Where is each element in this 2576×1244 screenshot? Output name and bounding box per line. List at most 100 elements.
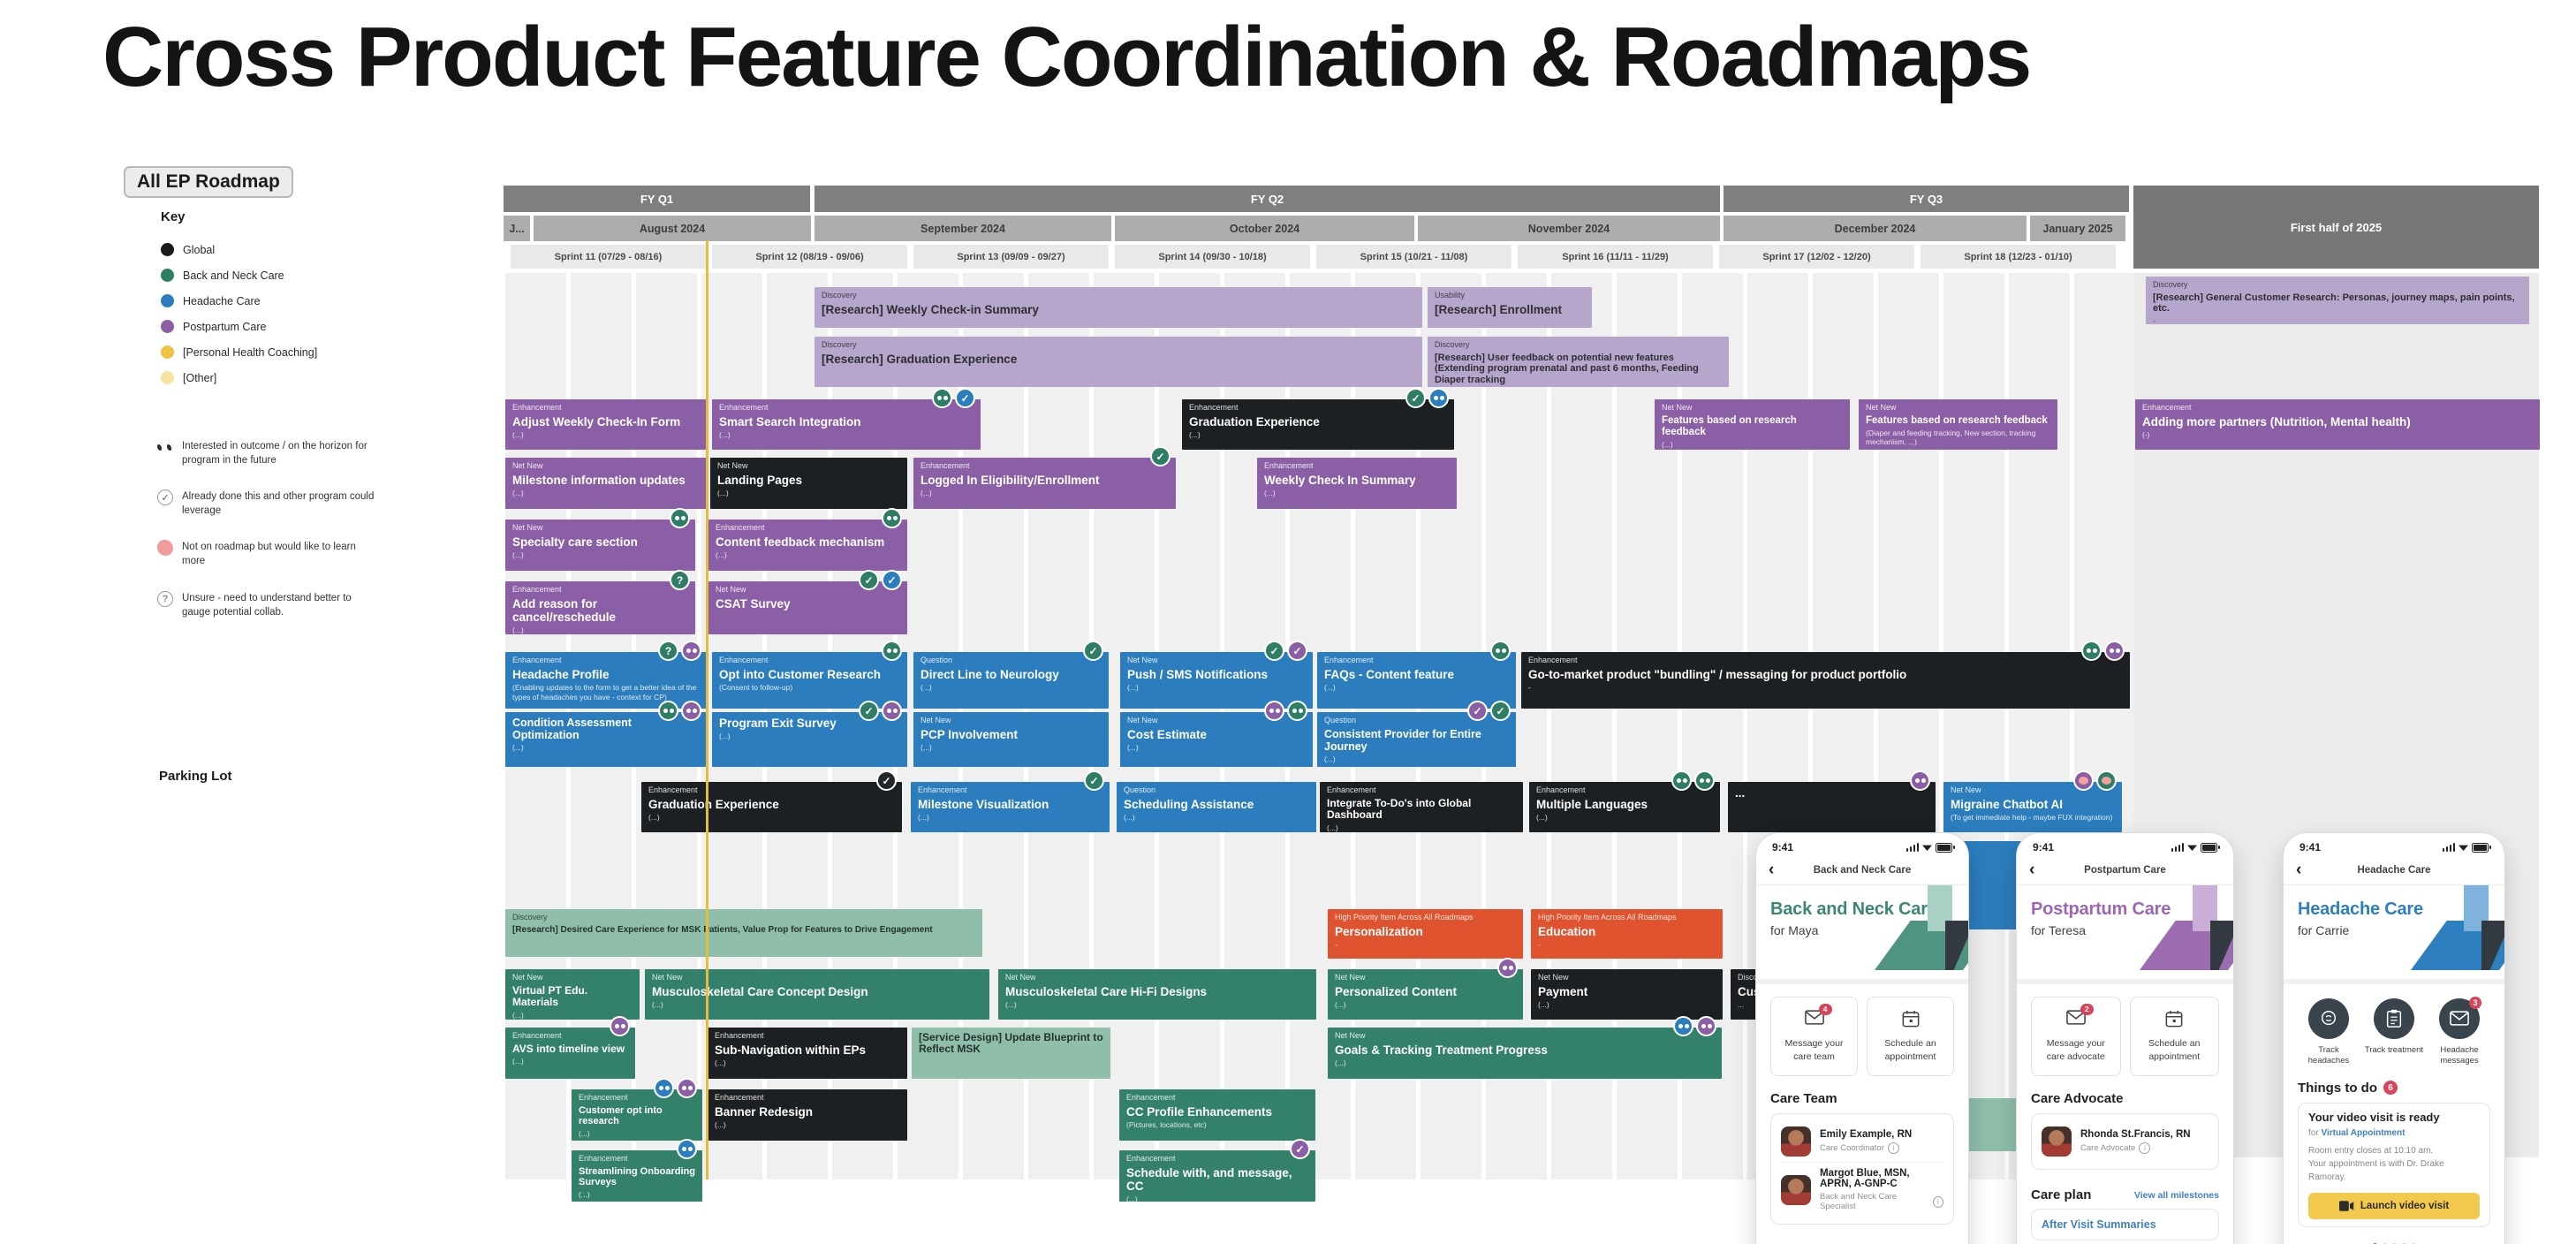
carousel-dots[interactable] — [2284, 1234, 2504, 1244]
service-design-update-blueprint[interactable]: [Service Design] Update Blueprint to Ref… — [912, 1028, 1110, 1079]
check-badge-icon: ✓ — [1287, 641, 1307, 661]
question-badge-icon: ? — [670, 570, 690, 590]
track-treatment-button[interactable]: Track treatment — [2363, 998, 2425, 1067]
back-chevron-icon[interactable]: ‹ — [1769, 861, 1775, 879]
after-visit-summaries-card[interactable]: After Visit Summaries — [2031, 1209, 2219, 1240]
virtual-appointment-link[interactable]: Virtual Appointment — [2321, 1127, 2406, 1138]
track-headaches-button[interactable]: Track headaches — [2298, 998, 2360, 1067]
legend-notes: Interested in outcome / on the horizon f… — [157, 439, 387, 641]
envelope-icon — [1804, 1010, 1824, 1025]
launch-video-visit-button[interactable]: Launch video visit — [2308, 1192, 2480, 1219]
roadmap-bar-fragment-1[interactable]: ... — [1728, 770, 1936, 832]
info-icon[interactable] — [2139, 1142, 2151, 1154]
bar-category-label: Net New — [512, 973, 543, 982]
nav-bar: ‹ Postpartum Care — [2017, 855, 2233, 885]
research-weekly-checkin-summary[interactable]: Discovery[Research] Weekly Check-in Summ… — [814, 287, 1422, 328]
bar-category-label: Enhancement — [1126, 1093, 1176, 1102]
month-header-cell: September 2024 — [814, 216, 1111, 241]
message-care-team-button[interactable]: 4 Message your care team — [1770, 997, 1858, 1076]
after-visit-summaries-link[interactable]: After Visit Summaries — [2042, 1218, 2156, 1231]
schedule-appointment-button[interactable]: Schedule an appointment — [1867, 997, 1954, 1076]
first-half-2025-header: First half of 2025 — [2133, 186, 2539, 269]
research-enrollment[interactable]: Usability[Research] Enrollment — [1428, 287, 1592, 328]
view-all-milestones-link[interactable]: View all milestones — [2133, 1189, 2219, 1201]
research-desired-care-msk[interactable]: Discovery[Research] Desired Care Experie… — [505, 909, 982, 957]
program-exit-survey[interactable]: ✓Program Exit Survey(...) — [712, 701, 907, 767]
research-general-customer[interactable]: Discovery[Research] General Customer Res… — [2146, 277, 2529, 324]
back-chevron-icon[interactable]: ‹ — [2029, 861, 2035, 879]
bar-title: Adjust Weekly Check-In Form — [512, 414, 681, 429]
sprint-header-cell: Sprint 12 (08/19 - 09/06) — [712, 245, 907, 269]
back-chevron-icon[interactable]: ‹ — [2296, 861, 2302, 879]
bar-subtext: ... — [1738, 1000, 1745, 1009]
info-icon[interactable] — [1887, 1142, 1899, 1154]
bar-title: [Research] Graduation Experience — [822, 352, 1018, 366]
key-color-dot — [161, 243, 174, 256]
month-header-cell: October 2024 — [1115, 216, 1414, 241]
headache-messages-button[interactable]: 3 Headache messages — [2428, 997, 2490, 1067]
bar-category-label: Discovery — [2153, 280, 2188, 289]
bar-subtext: (...) — [716, 550, 727, 559]
message-care-advocate-button[interactable]: 2 Message your care advocate — [2031, 997, 2121, 1076]
research-user-feedback[interactable]: Discovery[Research] User feedback on pot… — [1428, 337, 1729, 387]
research-graduation-experience[interactable]: Discovery[Research] Graduation Experienc… — [814, 337, 1422, 387]
condition-assessment-optimization[interactable]: Condition Assessment Optimization(...) — [505, 701, 707, 767]
status-badges — [1264, 701, 1307, 721]
key-color-dot — [161, 371, 174, 384]
schedule-appointment-button[interactable]: Schedule an appointment — [2129, 997, 2219, 1076]
bar-subtext: (...) — [512, 743, 524, 752]
bar-title: Streamlining Onboarding Surveys — [579, 1165, 696, 1188]
info-icon[interactable] — [1932, 1195, 1943, 1208]
eyes-badge-icon — [882, 701, 902, 721]
all-ep-roadmap-tab[interactable]: All EP Roadmap — [124, 166, 293, 198]
